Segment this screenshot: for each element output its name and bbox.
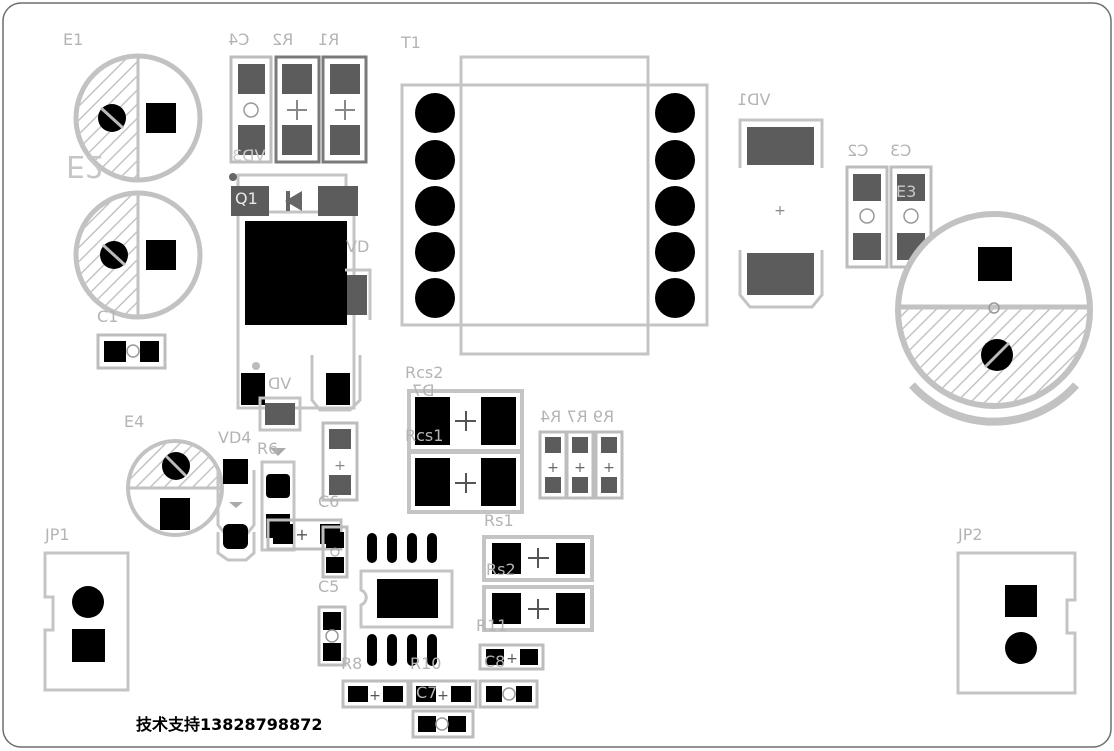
label-vd4: VD4 bbox=[218, 428, 252, 447]
resistor-r1 bbox=[321, 55, 368, 164]
diode-vd4 bbox=[216, 459, 256, 562]
label-t1: T1 bbox=[401, 33, 421, 52]
resistor-r4: + bbox=[594, 430, 624, 500]
tech-support-text: 技术支持13828798872 bbox=[136, 715, 323, 734]
diode-vd-small bbox=[310, 268, 372, 412]
connector-jp1 bbox=[43, 551, 130, 692]
label-r8: R8 bbox=[341, 654, 363, 673]
capacitor-e2 bbox=[73, 190, 203, 320]
label-c3: C3 bbox=[890, 141, 912, 160]
label-vd-b: VD bbox=[268, 374, 292, 393]
resistor-r8: + bbox=[341, 679, 410, 709]
capacitor-e3 bbox=[895, 211, 1093, 426]
resistor-r2 bbox=[274, 55, 321, 164]
resistor-r7: + bbox=[565, 430, 595, 500]
capacitor-e4 bbox=[126, 439, 224, 537]
label-vd-a: VD bbox=[346, 237, 370, 256]
svg-text:+: + bbox=[774, 203, 786, 219]
capacitor-c6: + bbox=[321, 421, 359, 502]
svg-text:+: + bbox=[437, 688, 449, 704]
diode-vd1: + bbox=[738, 118, 824, 309]
label-e1: E1 bbox=[63, 30, 84, 49]
connector-jp2 bbox=[956, 551, 1077, 695]
capacitor-c5 bbox=[321, 525, 349, 579]
label-r10: R10 bbox=[410, 654, 442, 673]
capacitor-c1 bbox=[96, 333, 167, 370]
svg-text:+: + bbox=[506, 651, 518, 667]
svg-text:+: + bbox=[334, 458, 346, 474]
resistor-rcs1 bbox=[407, 450, 524, 514]
resistor-r9: + bbox=[538, 430, 568, 500]
label-c7: C7 bbox=[416, 683, 438, 702]
ic-sop8 bbox=[359, 533, 454, 666]
label-r6: R6 bbox=[257, 439, 279, 458]
resistor-rs1 bbox=[482, 535, 594, 582]
label-r1: R1 bbox=[318, 30, 340, 49]
capacitor-e1 bbox=[73, 53, 203, 183]
svg-text:+: + bbox=[369, 688, 381, 704]
svg-text:+: + bbox=[574, 460, 586, 476]
label-c8: C8 bbox=[484, 652, 506, 671]
label-e4: E4 bbox=[124, 412, 145, 431]
label-d7: D7 bbox=[412, 381, 435, 400]
capacitor-c5b bbox=[317, 605, 347, 667]
capacitor-c7 bbox=[411, 709, 475, 739]
transformer-t1 bbox=[400, 55, 709, 356]
label-c5: C5 bbox=[318, 577, 340, 596]
capacitor-c4 bbox=[229, 55, 273, 164]
mosfet-q1 bbox=[229, 173, 358, 410]
capacitor-c8 bbox=[478, 679, 539, 709]
label-r9r7r4: R9 R7 R4 bbox=[540, 407, 615, 426]
resistor-r11: + bbox=[478, 643, 545, 671]
diode-vd-left bbox=[241, 362, 302, 432]
label-r11: R11 bbox=[476, 616, 508, 635]
label-vd1: VD1 bbox=[737, 90, 771, 109]
label-rcs2: Rcs2 bbox=[405, 363, 444, 382]
label-q1: Q1 bbox=[235, 189, 258, 208]
label-rcs1: Rcs1 bbox=[405, 426, 444, 445]
label-jp2: JP2 bbox=[958, 525, 983, 544]
svg-text:+: + bbox=[295, 525, 308, 544]
label-c2: C2 bbox=[847, 141, 869, 160]
label-e3: E3 bbox=[896, 182, 917, 201]
label-c6: C6 bbox=[318, 492, 340, 511]
label-vd3: VD3 bbox=[232, 146, 266, 165]
svg-text:+: + bbox=[547, 460, 559, 476]
resistor-r10: + bbox=[409, 679, 478, 709]
label-jp1: JP1 bbox=[45, 525, 70, 544]
capacitor-c2 bbox=[845, 165, 889, 269]
label-rs1: Rs1 bbox=[484, 511, 514, 530]
label-rs2: Rs2 bbox=[486, 560, 516, 579]
svg-text:+: + bbox=[603, 460, 615, 476]
label-c1: C1 bbox=[97, 307, 119, 326]
label-c4: C4 bbox=[228, 30, 250, 49]
label-e2: E2 bbox=[66, 148, 105, 183]
resistor-rs2 bbox=[482, 585, 594, 632]
label-r2: R2 bbox=[272, 30, 294, 49]
